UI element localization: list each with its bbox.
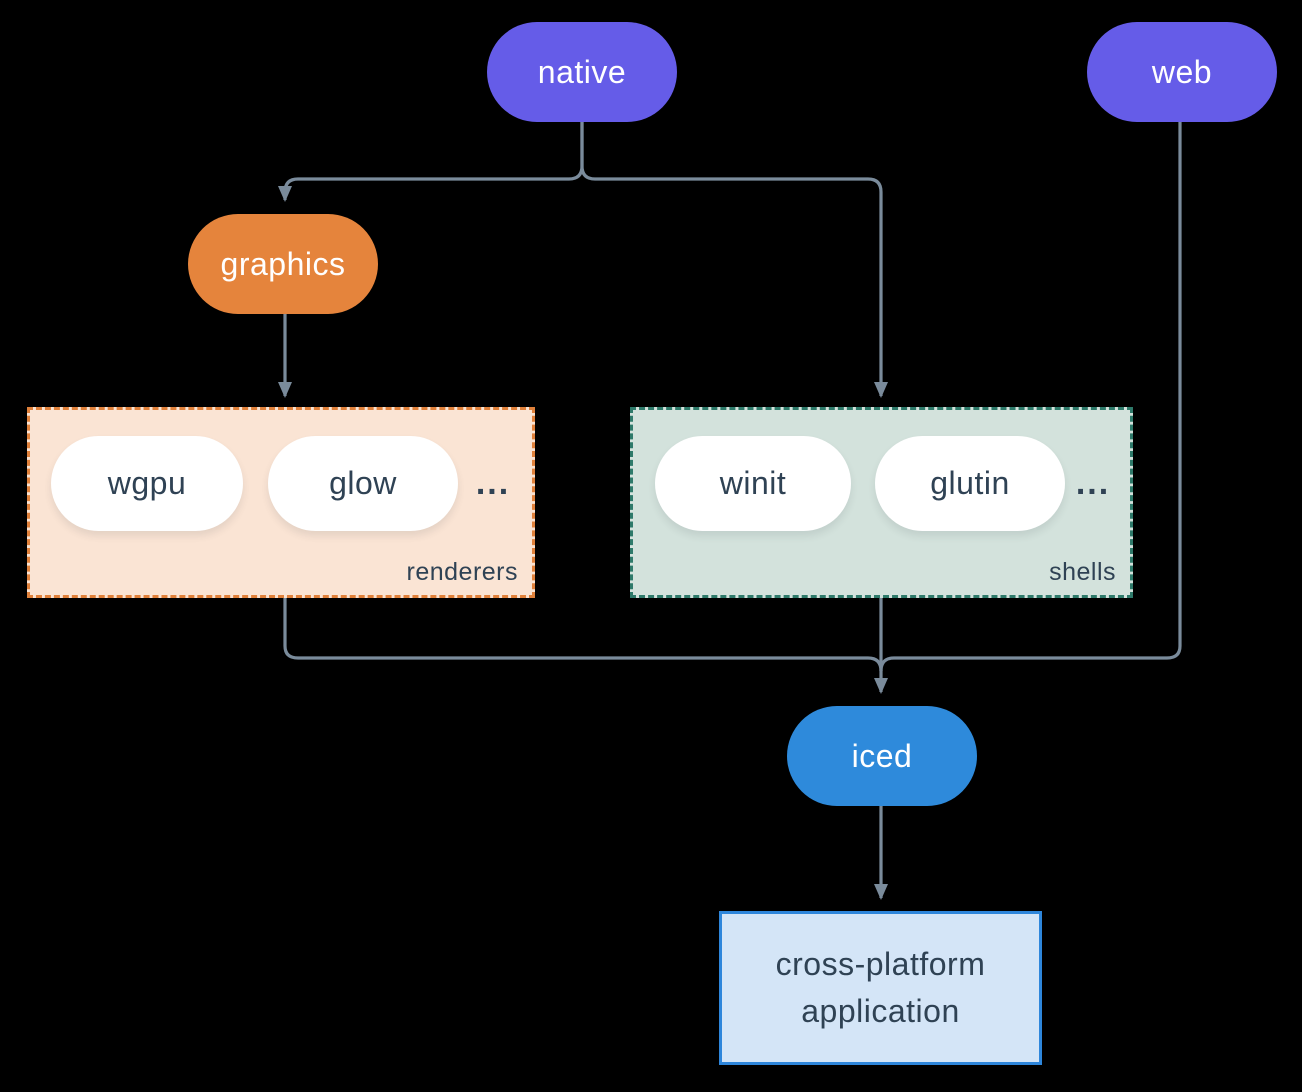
node-glow: glow (268, 436, 458, 531)
node-wgpu: wgpu (51, 436, 243, 531)
node-web: web (1087, 22, 1277, 122)
edge-native-to-graphics (278, 122, 584, 202)
shells-group-label: shells (1049, 558, 1116, 586)
node-graphics: graphics (188, 214, 378, 314)
renderers-ellipsis: ... (475, 464, 511, 502)
group-renderers: wgpu glow ... renderers (27, 407, 535, 598)
node-iced: iced (787, 706, 977, 806)
group-shells: winit glutin ... shells (630, 407, 1133, 598)
node-native: native (487, 22, 677, 122)
app-label-line2: application (801, 993, 960, 1029)
edge-native-to-shells (580, 122, 888, 398)
shells-ellipsis: ... (1075, 464, 1111, 502)
edge-renderers-to-junction (283, 598, 883, 672)
node-winit: winit (655, 436, 851, 531)
app-label-line1: cross-platform (775, 946, 986, 982)
node-cross-platform-application: cross-platform application (719, 911, 1042, 1065)
node-glutin: glutin (875, 436, 1065, 531)
renderers-group-label: renderers (406, 558, 518, 586)
